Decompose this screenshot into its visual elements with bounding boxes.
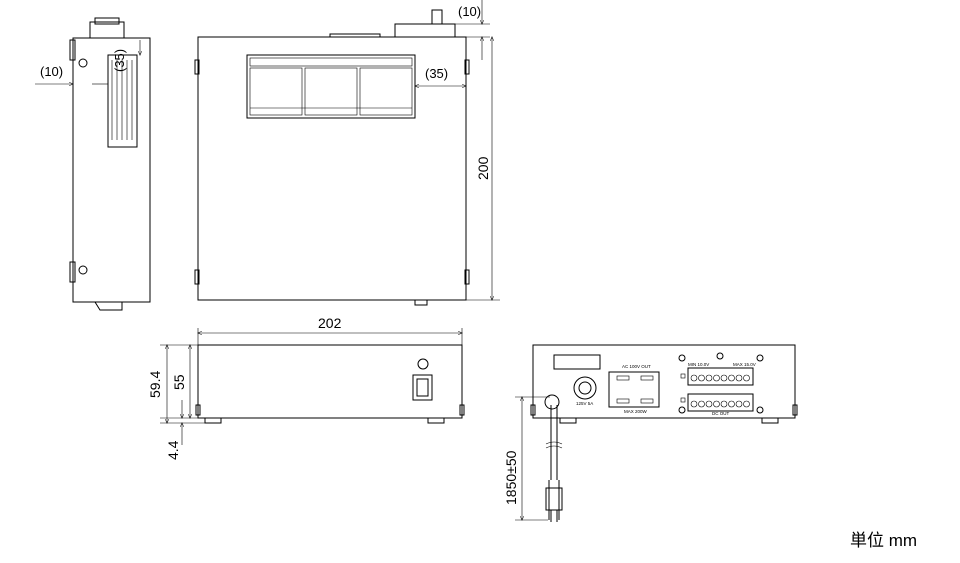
dc-terminal-upper <box>687 367 754 386</box>
unit-note: 単位 mm <box>850 531 917 550</box>
front-view <box>160 328 465 445</box>
warning-label <box>246 54 416 119</box>
dc-terminal-lower <box>687 393 754 412</box>
dim-top-offset: (10) <box>458 4 481 19</box>
terminal-screw <box>690 400 698 408</box>
dim-total-height: 59.4 <box>147 371 163 398</box>
terminal-screw <box>713 400 720 408</box>
max-voltage-label: MAX 15.0V <box>733 362 756 367</box>
fuse-holder <box>573 376 597 400</box>
terminal-screw <box>720 374 728 382</box>
power-indicator <box>417 358 429 370</box>
terminal-screw <box>705 400 713 408</box>
rear-view <box>515 344 798 522</box>
dim-body-height: 55 <box>171 374 187 390</box>
terminal-screw <box>728 374 735 382</box>
terminal-screw <box>728 400 735 408</box>
terminal-screw <box>743 400 750 408</box>
dim-side-offset: (10) <box>40 64 63 79</box>
ac-max-label: MAX 200W <box>624 409 648 414</box>
dim-top-label-offset: (35) <box>425 66 448 81</box>
side-view <box>35 17 151 311</box>
dim-side-label-offset: (35) <box>112 49 127 72</box>
power-plug <box>545 487 563 511</box>
dc-out-label: DC OUT <box>712 411 729 416</box>
terminal-screw <box>735 400 743 408</box>
top-view <box>194 0 500 306</box>
terminal-screw <box>713 374 720 382</box>
terminal-screw <box>690 374 698 382</box>
terminal-screw <box>698 374 705 382</box>
dim-cable-length: 1850±50 <box>503 450 519 505</box>
terminal-screw <box>735 374 743 382</box>
dim-depth: 200 <box>475 156 491 180</box>
terminal-screw <box>743 374 750 382</box>
dim-width: 202 <box>318 315 342 331</box>
terminal-screw <box>698 400 705 408</box>
side-spec-label <box>107 54 138 148</box>
ac-outlet <box>608 371 660 408</box>
ac-out-label: AC 100V OUT <box>622 364 651 369</box>
power-switch <box>412 374 433 401</box>
terminal-screw <box>720 400 728 408</box>
fuse-label: 125V 5A <box>576 401 593 406</box>
min-voltage-label: MIN 10.0V <box>688 362 709 367</box>
dim-foot-height: 4.4 <box>165 440 181 460</box>
terminal-screw <box>705 374 713 382</box>
power-cable-bushing <box>544 394 560 410</box>
